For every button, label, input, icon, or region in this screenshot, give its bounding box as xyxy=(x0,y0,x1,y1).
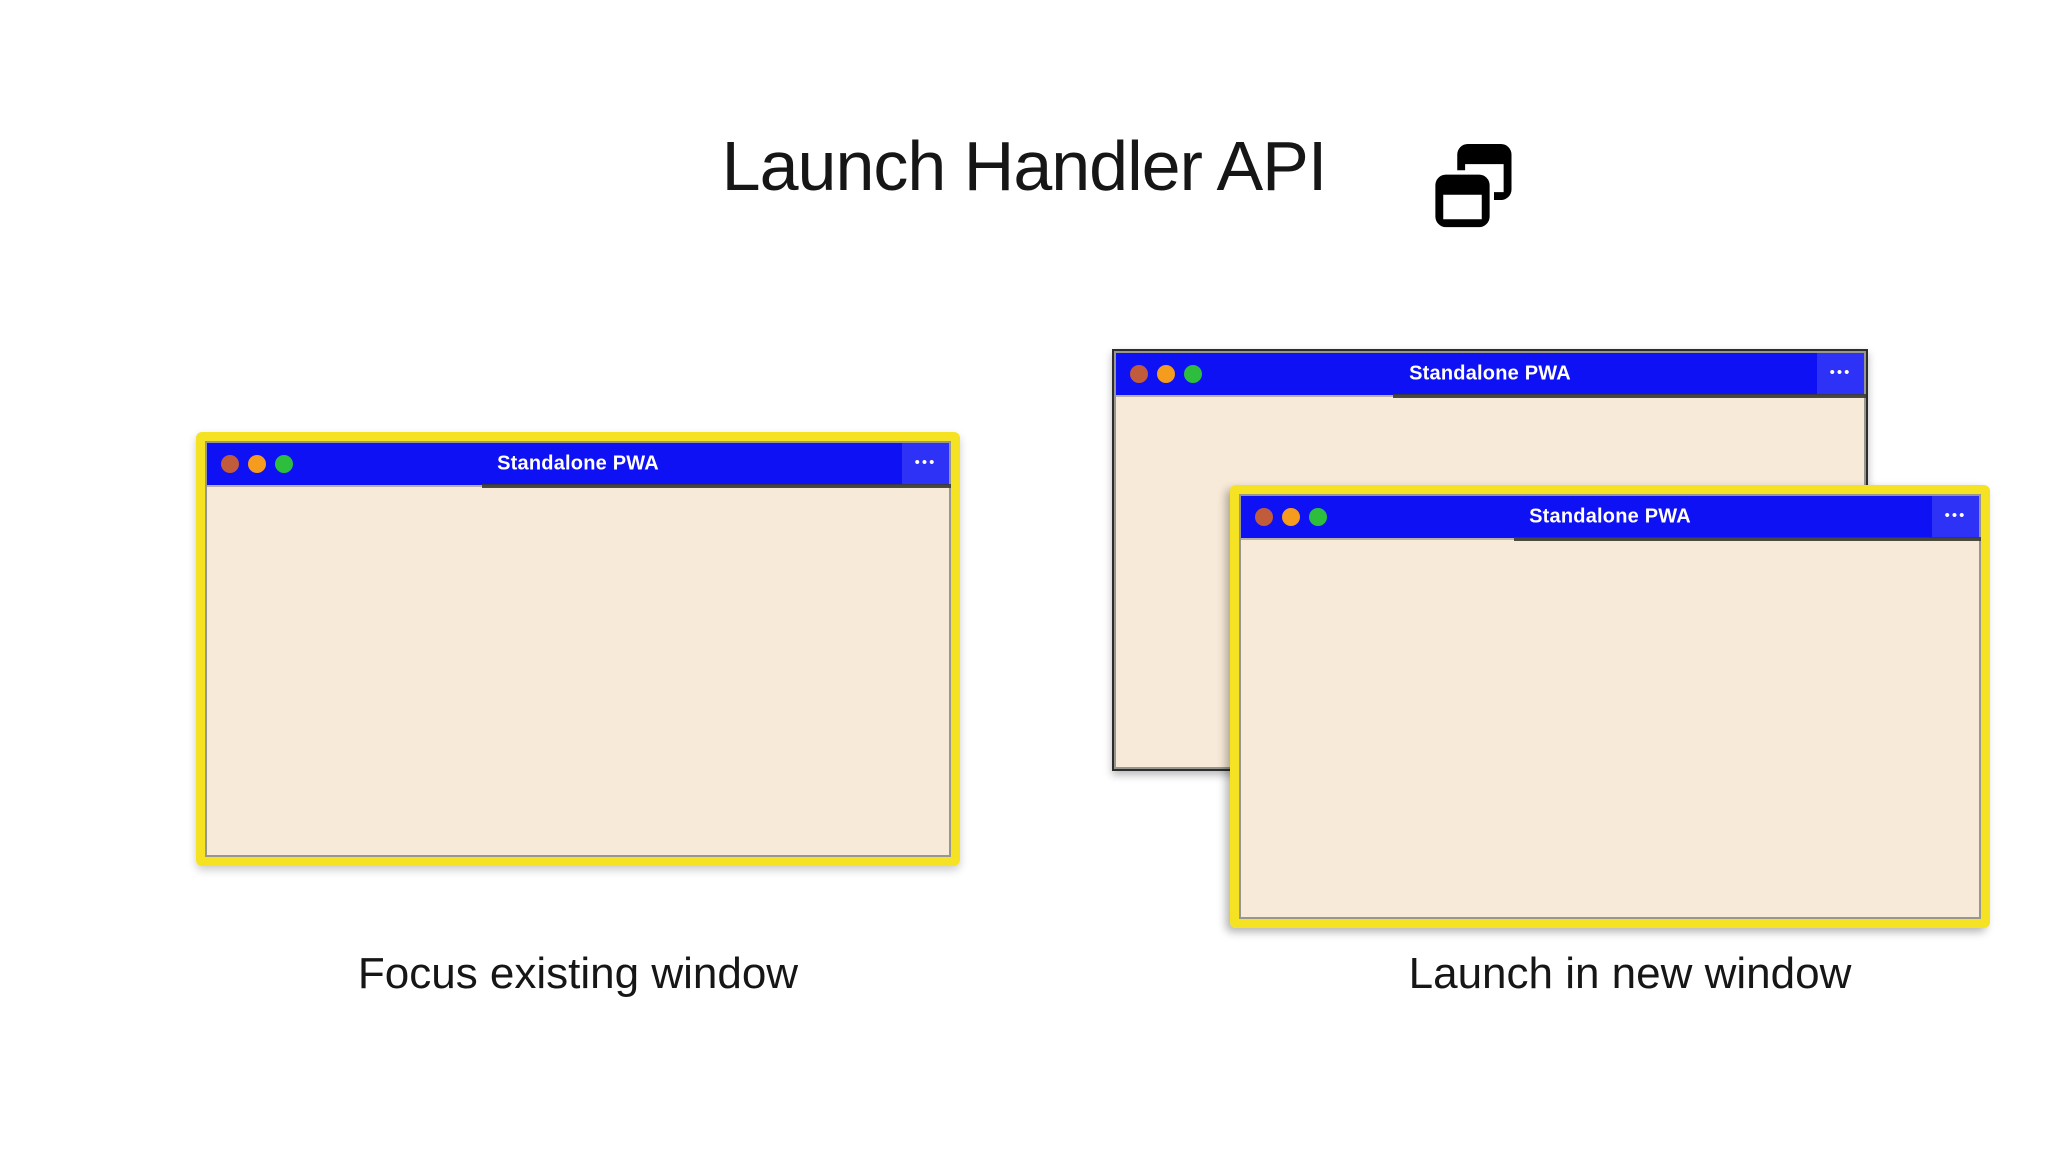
traffic-lights xyxy=(221,455,293,473)
titlebar-seam xyxy=(1514,537,1981,541)
window-content xyxy=(1241,538,1979,917)
ellipsis-icon: ••• xyxy=(914,453,937,471)
caption-launch-new: Launch in new window xyxy=(1408,949,1852,998)
ellipsis-icon: ••• xyxy=(1829,363,1852,381)
pwa-window-focused-existing: Standalone PWA ••• xyxy=(196,432,960,866)
titlebar: Standalone PWA ••• xyxy=(207,443,951,488)
close-button-icon[interactable] xyxy=(1130,365,1148,383)
zoom-button-icon[interactable] xyxy=(1184,365,1202,383)
minimize-button-icon[interactable] xyxy=(1157,365,1175,383)
window-title: Standalone PWA xyxy=(1529,505,1691,528)
page-title: Launch Handler API xyxy=(721,127,1328,205)
titlebar-seam xyxy=(481,484,951,488)
window-frame: Standalone PWA ••• xyxy=(205,441,951,857)
close-button-icon[interactable] xyxy=(1255,508,1273,526)
titlebar: Standalone PWA ••• xyxy=(1116,353,1866,398)
titlebar: Standalone PWA ••• xyxy=(1241,496,1981,541)
caption-focus-existing: Focus existing window xyxy=(357,949,799,998)
window-content xyxy=(207,485,949,855)
ellipsis-icon: ••• xyxy=(1944,506,1967,524)
close-button-icon[interactable] xyxy=(221,455,239,473)
pwa-window-focused-new: Standalone PWA ••• xyxy=(1230,485,1990,928)
titlebar-seam xyxy=(1392,394,1866,398)
window-menu-button[interactable]: ••• xyxy=(1817,353,1864,395)
traffic-lights xyxy=(1130,365,1202,383)
window-title: Standalone PWA xyxy=(1409,362,1571,385)
zoom-button-icon[interactable] xyxy=(275,455,293,473)
window-title: Standalone PWA xyxy=(497,452,659,475)
window-frame: Standalone PWA ••• xyxy=(1239,494,1981,919)
window-menu-button[interactable]: ••• xyxy=(1932,496,1979,538)
traffic-lights xyxy=(1255,508,1327,526)
overlapping-windows-icon xyxy=(1431,144,1512,232)
minimize-button-icon[interactable] xyxy=(248,455,266,473)
minimize-button-icon[interactable] xyxy=(1282,508,1300,526)
window-menu-button[interactable]: ••• xyxy=(902,443,949,485)
zoom-button-icon[interactable] xyxy=(1309,508,1327,526)
